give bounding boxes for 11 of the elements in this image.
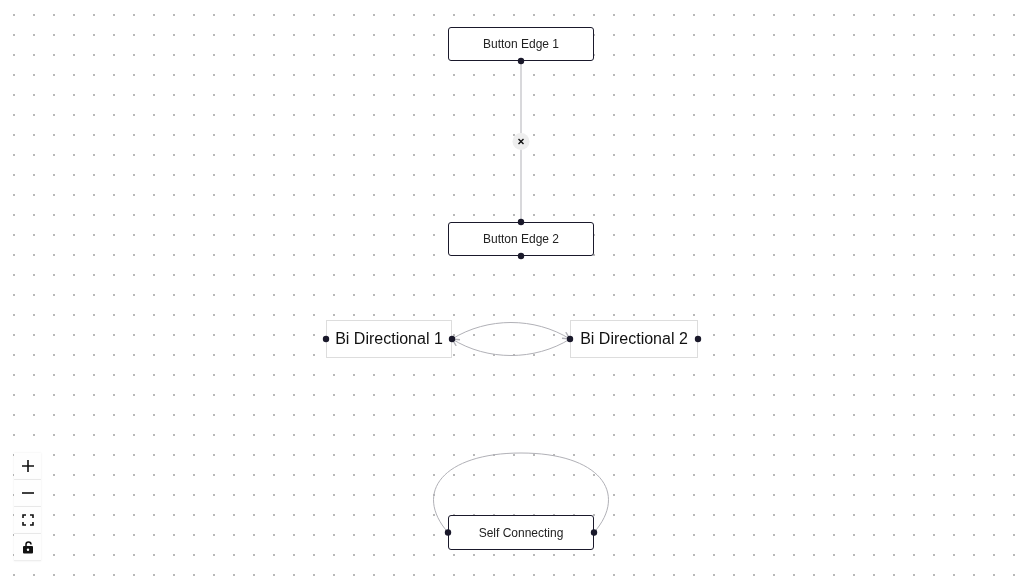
node-box (448, 515, 594, 550)
node-box (448, 222, 594, 256)
node-box (448, 27, 594, 61)
edge-line (433, 452, 609, 533)
node-label: Self Connecting (478, 525, 564, 540)
node-label: Bi Directional 2 (580, 330, 688, 348)
node-label: Button Edge 2 (482, 232, 560, 246)
node-label: Button Edge 1 (482, 37, 560, 51)
node-box (570, 320, 698, 358)
node-label: Bi Directional 1 (335, 330, 443, 348)
node-box (326, 320, 452, 358)
